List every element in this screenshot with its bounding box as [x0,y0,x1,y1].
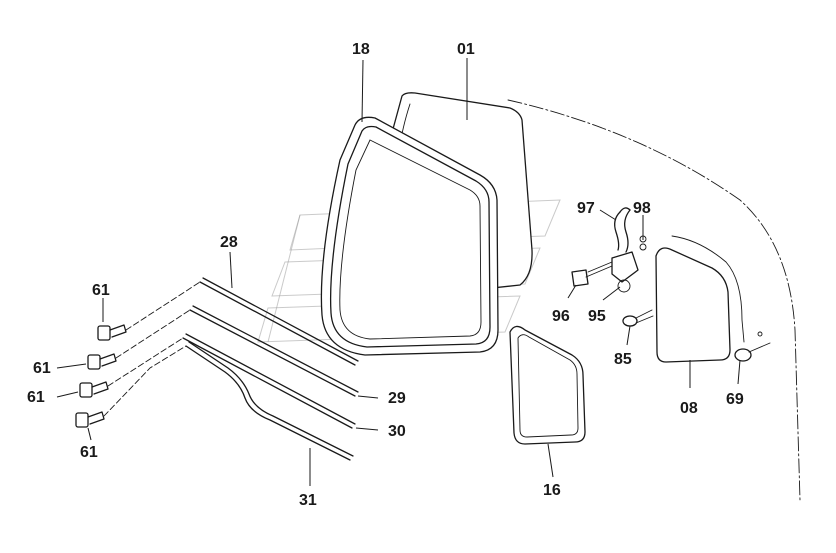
callout-18: 18 [352,41,370,58]
callout-61-c: 61 [27,389,45,406]
bolt-2 [87,353,117,370]
callout-16: 16 [543,482,561,499]
callout-85: 85 [614,351,632,368]
quarter-window-seal [509,325,586,445]
callout-01: 01 [457,41,475,58]
latch-assembly [571,207,647,293]
bolt-4 [75,411,105,428]
callout-30: 30 [388,423,406,440]
window-seal-frame [320,116,499,356]
rod-set [182,277,359,461]
callout-69: 69 [726,391,744,408]
callout-95: 95 [588,308,606,325]
callout-61-a: 61 [92,282,110,299]
quarter-window-glass [655,247,731,363]
leader-lines [56,58,741,486]
bolts-61 [75,281,201,428]
callout-labels: 18 01 97 98 28 61 61 61 61 96 95 85 08 6… [27,41,744,509]
cab-body-outline [507,99,801,501]
pin-part-85 [622,309,654,327]
callout-28: 28 [220,234,238,251]
callout-08: 08 [680,400,698,417]
callout-61-b: 61 [33,360,51,377]
bolt-3 [79,381,109,398]
callout-61-d: 61 [80,444,98,461]
callout-98: 98 [633,200,651,217]
bolt-1 [97,324,127,341]
callout-97: 97 [577,200,595,217]
callout-29: 29 [388,390,406,407]
callout-96: 96 [552,308,570,325]
pin-part-69 [734,342,771,362]
callout-31: 31 [299,492,317,509]
